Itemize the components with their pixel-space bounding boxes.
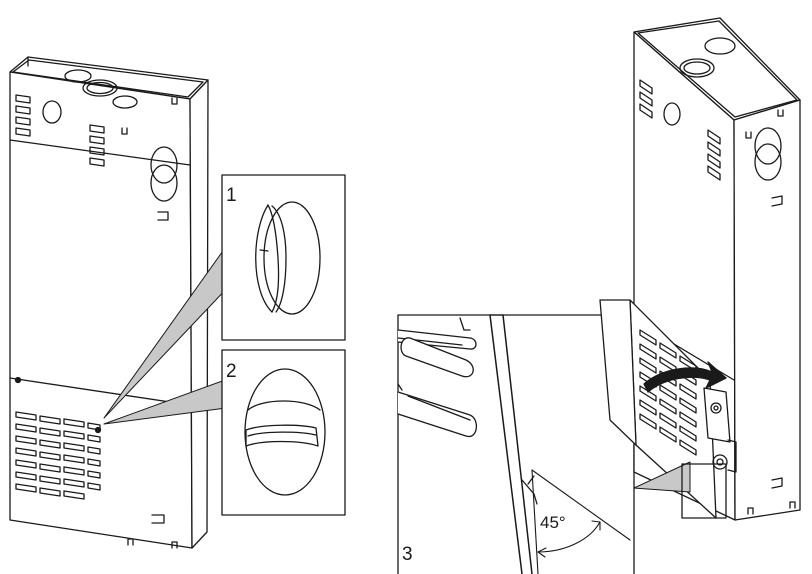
top-port-2 [82,79,118,97]
side-port-a [754,127,782,165]
lower-louvre-grid [15,411,101,500]
callout-label-3: 3 [402,544,413,565]
callout-wedge-3 [633,461,691,493]
callout-label-2: 2 [226,361,237,382]
upper-vents-right [89,124,105,167]
callout-label-1: 1 [226,185,237,206]
top-port-1 [64,69,92,83]
top-port-a [704,37,736,55]
detail-box-1 [221,174,346,341]
top-port-3 [112,95,138,109]
side-port-b [754,143,782,181]
side-port-upper [150,146,178,184]
front-port [42,100,62,124]
open-direction-arrow [643,361,727,393]
detail-box-2 [221,349,346,516]
left-cabinet [9,56,209,549]
upper-vents-left [15,94,31,137]
detail-marker-3 [681,463,727,519]
right-cabinet [599,17,801,521]
top-port-b [679,58,715,78]
side-port-lower [150,164,178,202]
detail-box-3 [397,314,635,574]
angle-label: 45° [540,513,566,532]
